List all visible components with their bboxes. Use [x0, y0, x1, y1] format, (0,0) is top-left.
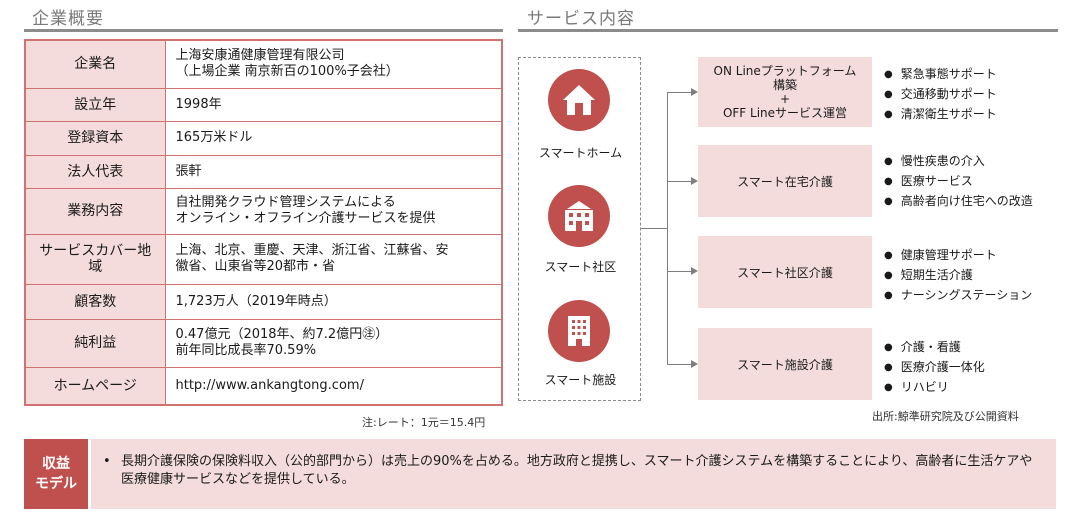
services-title: サービス内容: [527, 9, 635, 29]
arrow-icon: [691, 88, 698, 96]
row-value: 165万米ドル: [164, 120, 503, 156]
row-value: 張軒: [164, 154, 503, 189]
platform-service-bullets: 緊急事態サポート 交通移動サポート 清潔衛生サポート: [884, 65, 997, 125]
facility-care-bullets: 介護・看護 医療介護一体化 リハビリ: [884, 338, 985, 398]
row-value: 1,723万人（2019年時点）: [164, 283, 503, 320]
list-item: リハビリ: [884, 378, 985, 398]
smart-community-label: スマート社区: [544, 260, 617, 274]
building-icon: [568, 316, 590, 346]
table-row: 顧客数 1,723万人（2019年時点）: [24, 283, 503, 320]
home-care-box: スマート在宅介護: [698, 145, 872, 217]
connector-branch: [667, 364, 691, 365]
list-item: 清潔衛生サポート: [884, 105, 997, 125]
community-care-box: スマート社区介護: [698, 236, 872, 308]
table-row: サービスカバー地 域 上海、北京、重慶、天津、浙江省、江蘇省、安 徽省、山東省等…: [24, 233, 503, 285]
revenue-model-text: 長期介護保険の保険料収入（公的部門から）は売上の90%を占める。地方政府と提携し…: [121, 454, 1033, 487]
connector-branch: [667, 92, 691, 93]
list-item: 高齢者向け住宅への改造: [884, 192, 1033, 212]
row-label: 法人代表: [24, 154, 166, 189]
community-care-bullets: 健康管理サポート 短期生活介護 ナーシングステーション: [884, 246, 1033, 306]
table-row: 登録資本 165万米ドル: [24, 120, 503, 156]
service-icons-panel: スマートホーム スマート社区 スマート施設: [518, 57, 641, 401]
row-label: 顧客数: [24, 283, 166, 320]
row-label: 業務内容: [24, 187, 166, 235]
table-row: 設立年 1998年: [24, 87, 503, 122]
connector-branch: [667, 181, 691, 182]
connector-horizontal: [641, 228, 667, 229]
services-rule: [518, 29, 1058, 32]
homepage-link[interactable]: http://www.ankangtong.com/: [164, 366, 503, 406]
row-label: 設立年: [24, 87, 166, 122]
facility-care-box: スマート施設介護: [698, 328, 872, 400]
platform-service-box: ON Lineプラットフォーム 構築 + OFF Lineサービス運営: [698, 57, 872, 127]
table-row: 純利益 0.47億元（2018年、約7.2億円㊟） 前年同比成長率70.59%: [24, 318, 503, 368]
home-care-bullets: 慢性疾患の介入 医療サービス 高齢者向け住宅への改造: [884, 152, 1033, 212]
list-item: 緊急事態サポート: [884, 65, 997, 85]
smart-facility-label: スマート施設: [544, 373, 617, 387]
list-item: 交通移動サポート: [884, 85, 997, 105]
arrow-icon: [691, 267, 698, 275]
revenue-model-label: 収益 モデル: [24, 439, 88, 509]
list-item: 短期生活介護: [884, 266, 1032, 286]
school-icon: [565, 201, 593, 231]
list-item: 慢性疾患の介入: [884, 152, 1033, 172]
house-icon: [563, 85, 595, 115]
list-item: 介護・看護: [884, 338, 985, 358]
row-label: サービスカバー地 域: [24, 233, 166, 285]
table-row: 企業名 上海安康通健康管理有限公司 （上場企業 南京新百の100%子会社）: [24, 39, 503, 89]
source-note: 出所:鯨準研究院及び公開資料: [872, 410, 1019, 423]
table-row: 業務内容 自社開発クラウド管理システムによる オンライン・オフライン介護サービス…: [24, 187, 503, 235]
list-item: 医療介護一体化: [884, 358, 985, 378]
list-item: 健康管理サポート: [884, 246, 1032, 266]
smart-facility-icon-circle: [548, 300, 610, 362]
smart-home-label: スマートホーム: [538, 146, 623, 160]
exchange-rate-note: 注:レート：1元＝15.4円: [362, 416, 486, 429]
row-label: ホームページ: [24, 366, 166, 406]
list-item: 医療サービス: [884, 172, 1033, 192]
smart-community-icon-circle: [548, 185, 610, 247]
row-value: 1998年: [164, 87, 503, 122]
connector-vertical: [667, 92, 668, 364]
revenue-model-body: • 長期介護保険の保険料収入（公的部門から）は売上の90%を占める。地方政府と提…: [91, 439, 1056, 509]
arrow-icon: [691, 360, 698, 368]
row-label: 企業名: [24, 39, 166, 89]
smart-home-icon-circle: [548, 69, 610, 131]
row-value: 上海安康通健康管理有限公司 （上場企業 南京新百の100%子会社）: [164, 39, 503, 89]
row-value: 上海、北京、重慶、天津、浙江省、江蘇省、安 徽省、山東省等20都市・省: [164, 233, 503, 285]
row-label: 純利益: [24, 318, 166, 368]
list-item: ナーシングステーション: [884, 286, 1033, 306]
bullet: •: [103, 454, 111, 469]
arrow-icon: [691, 177, 698, 185]
company-overview-rule: [24, 29, 503, 32]
row-value: 0.47億元（2018年、約7.2億円㊟） 前年同比成長率70.59%: [164, 318, 503, 368]
row-label: 登録資本: [24, 120, 166, 156]
table-row: 法人代表 張軒: [24, 154, 503, 189]
company-overview-table: 企業名 上海安康通健康管理有限公司 （上場企業 南京新百の100%子会社） 設立…: [24, 39, 503, 406]
table-row: ホームページ http://www.ankangtong.com/: [24, 366, 503, 406]
company-overview-title: 企業概要: [32, 9, 104, 29]
row-value: 自社開発クラウド管理システムによる オンライン・オフライン介護サービスを提供: [164, 187, 503, 235]
connector-branch: [667, 271, 691, 272]
